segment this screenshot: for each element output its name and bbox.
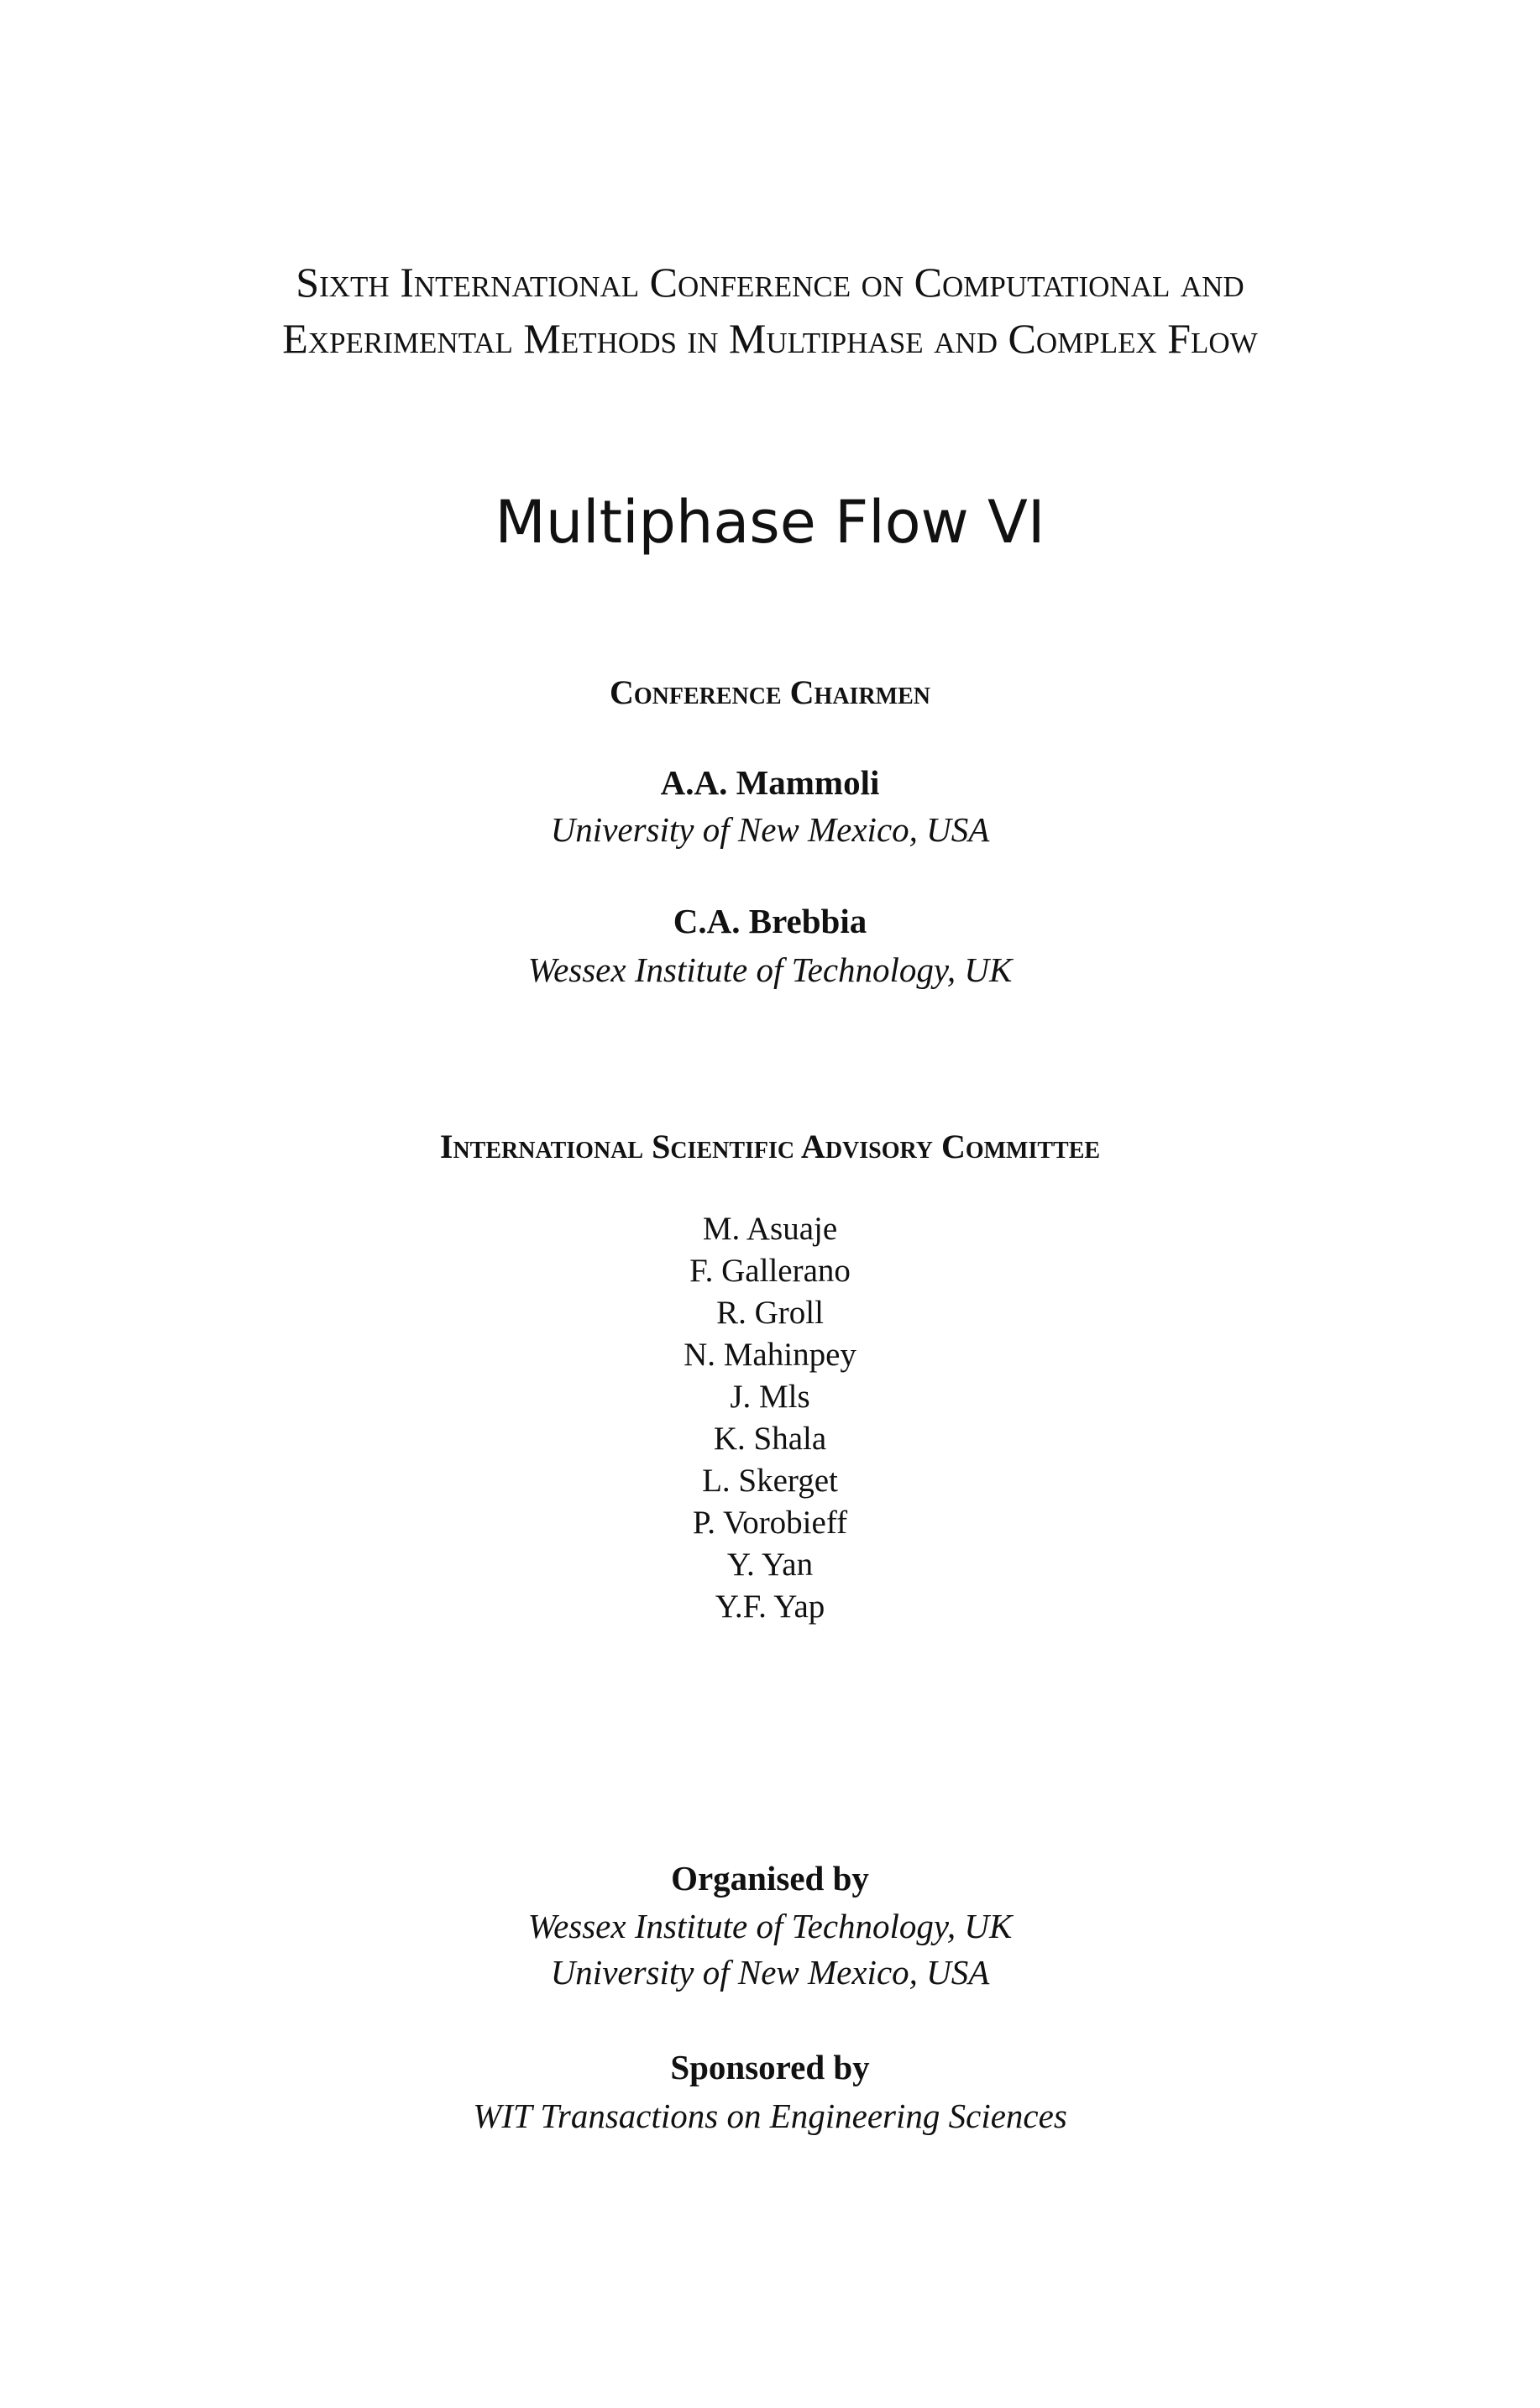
sponsor: WIT Transactions on Engineering Sciences — [473, 2097, 1067, 2135]
chairman-affiliation: Wessex Institute of Technology, UK — [527, 950, 1013, 989]
book-title: Multiphase Flow VI — [495, 488, 1045, 557]
committee-member: Y. Yan — [726, 1547, 814, 1583]
organiser: Wessex Institute of Technology, UK — [527, 1907, 1013, 1945]
chairman-name: A.A. Mammoli — [660, 763, 880, 802]
committee-member: Y.F. Yap — [715, 1589, 825, 1625]
conference-subtitle-line-2: Experimental Methods in Multiphase and C… — [282, 315, 1258, 362]
committee-member: M. Asuaje — [702, 1211, 838, 1247]
organiser: University of New Mexico, USA — [550, 1953, 990, 1992]
committee-heading: International Scientific Advisory Commit… — [439, 1128, 1101, 1165]
organised-by-heading: Organised by — [671, 1859, 869, 1898]
chairman-name: C.A. Brebbia — [673, 902, 867, 940]
sponsored-by-heading: Sponsored by — [670, 2048, 870, 2086]
committee-member: N. Mahinpey — [684, 1337, 856, 1373]
chairman-affiliation: University of New Mexico, USA — [550, 810, 990, 849]
committee-member: P. Vorobieff — [692, 1505, 848, 1541]
committee-member: R. Groll — [716, 1295, 824, 1331]
conference-subtitle-line-1: Sixth International Conference on Comput… — [296, 259, 1244, 306]
chairmen-heading: Conference Chairmen — [609, 673, 930, 711]
committee-member: L. Skerget — [702, 1463, 838, 1499]
committee-member: J. Mls — [730, 1379, 810, 1415]
committee-member: K. Shala — [713, 1421, 827, 1457]
committee-member: F. Gallerano — [689, 1253, 851, 1289]
